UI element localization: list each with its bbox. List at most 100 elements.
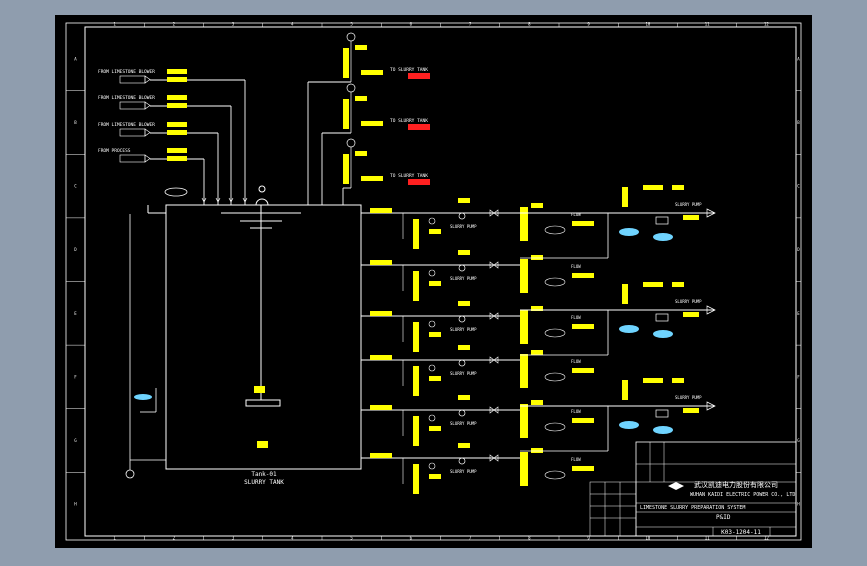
- feed-label: FROM LIMESTONE BLOWER: [98, 122, 155, 128]
- border-number: 5: [350, 536, 353, 541]
- instrument-bubble-icon: [619, 228, 639, 236]
- instrument-tag: [167, 156, 187, 161]
- border-letter: E: [74, 311, 77, 316]
- instrument-tag: [343, 154, 349, 184]
- border-number: 9: [587, 22, 590, 27]
- valve-icon[interactable]: [489, 209, 499, 217]
- valve-icon: [655, 216, 669, 225]
- instrument-tag: [572, 273, 594, 278]
- instrument-tag: [672, 185, 684, 190]
- pump-icon[interactable]: [458, 409, 466, 417]
- instrument-bubble-icon: [544, 225, 566, 235]
- border-number: 1: [113, 22, 116, 27]
- border-letter: G: [74, 438, 77, 443]
- valve-icon[interactable]: [489, 356, 499, 364]
- instrument-tag: [343, 99, 349, 129]
- border-letter: F: [74, 374, 77, 379]
- instrument-tag: [643, 282, 663, 287]
- border-letter: D: [797, 247, 800, 252]
- outlet-label: SLURRY PUMP: [675, 395, 702, 400]
- border-number: 3: [232, 22, 235, 27]
- valve-icon[interactable]: [489, 261, 499, 269]
- instrument-tag: [520, 207, 528, 241]
- branch-label: SLURRY PUMP: [450, 327, 477, 332]
- instrument-tag: [458, 250, 470, 255]
- arrow-icon: [228, 197, 234, 203]
- feed-label: TO SLURRY TANK: [390, 67, 428, 73]
- instrument-tag: [429, 281, 441, 286]
- instrument-tag: [531, 400, 543, 405]
- alarm-tag: [408, 179, 430, 185]
- instrument-tag: [429, 474, 441, 479]
- instrument-tag: [643, 185, 663, 190]
- drawing-title: P&ID: [716, 514, 731, 521]
- instrument-tag: [167, 130, 187, 135]
- border-letter: H: [797, 502, 800, 507]
- border-letter: B: [797, 120, 800, 125]
- instrument-tag: [167, 122, 187, 127]
- valve-icon: [655, 409, 669, 418]
- pump-icon[interactable]: [458, 264, 466, 272]
- border-number: 3: [232, 536, 235, 541]
- instrument-tag: [429, 426, 441, 431]
- instrument-tag: [361, 176, 383, 181]
- border-number: 10: [645, 536, 650, 541]
- instrument-bubble-icon: [544, 277, 566, 287]
- instrument-tag: [167, 148, 187, 153]
- instrument-bubble-icon: [428, 364, 436, 372]
- instrument-tag: [429, 376, 441, 381]
- instrument-tag: [572, 221, 594, 226]
- left-feeds: FROM LIMESTONE BLOWER FROM LIMESTONE BLOW…: [98, 69, 248, 205]
- title-block: [589, 441, 797, 537]
- instrument-tag: [167, 103, 187, 108]
- pump-icon[interactable]: [458, 212, 466, 220]
- arrow-icon: [242, 197, 248, 203]
- pump-branches: SLURRY PUMP FLOW SLURRY PUMP FLOW SLURRY PUM…: [361, 198, 594, 494]
- border-letter: A: [74, 56, 77, 61]
- border-letter: C: [74, 184, 77, 189]
- instrument-bubble-icon: [619, 421, 639, 429]
- arrow-icon: [706, 401, 716, 411]
- instrument-tag: [355, 96, 367, 101]
- arrow-icon: [706, 208, 716, 218]
- instrument-tag: [361, 121, 383, 126]
- tank-label-top: Tank-01: [251, 471, 277, 478]
- pump-icon[interactable]: [458, 315, 466, 323]
- instrument-tag: [572, 418, 594, 423]
- instrument-tag: [531, 255, 543, 260]
- border-number: 6: [410, 536, 413, 541]
- instrument-tag: [622, 284, 628, 304]
- pump-icon[interactable]: [458, 359, 466, 367]
- branch-label: FLOW: [571, 457, 581, 462]
- branch-label: FLOW: [571, 409, 581, 414]
- arrow-icon: [144, 101, 151, 110]
- branch-label: FLOW: [571, 264, 581, 269]
- branch-label: SLURRY PUMP: [450, 421, 477, 426]
- alarm-tag: [408, 73, 430, 79]
- feed-label: FROM LIMESTONE BLOWER: [98, 69, 155, 75]
- border-number: 8: [528, 22, 531, 27]
- valve-icon[interactable]: [489, 406, 499, 414]
- company-name-en: WUHAN KAIDI ELECTRIC POWER CO., LTD: [690, 492, 795, 498]
- instrument-tag: [361, 70, 383, 75]
- instrument-bubble-icon: [544, 470, 566, 480]
- instrument-tag: [531, 203, 543, 208]
- valve-icon[interactable]: [489, 454, 499, 462]
- instrument-bubble-icon: [428, 462, 436, 470]
- border-number: 9: [587, 536, 590, 541]
- instrument-tag: [167, 69, 187, 74]
- pump-icon[interactable]: [458, 457, 466, 465]
- border-number: 10: [645, 22, 650, 27]
- branch-label: SLURRY PUMP: [450, 371, 477, 376]
- instrument-bubble-icon[interactable]: [134, 394, 152, 400]
- valve-icon[interactable]: [489, 312, 499, 320]
- instrument-tag: [429, 229, 441, 234]
- border-number: 6: [410, 22, 413, 27]
- border-letter: F: [797, 374, 800, 379]
- instrument-bubble-icon: [653, 330, 673, 338]
- instrument-tag: [355, 45, 367, 50]
